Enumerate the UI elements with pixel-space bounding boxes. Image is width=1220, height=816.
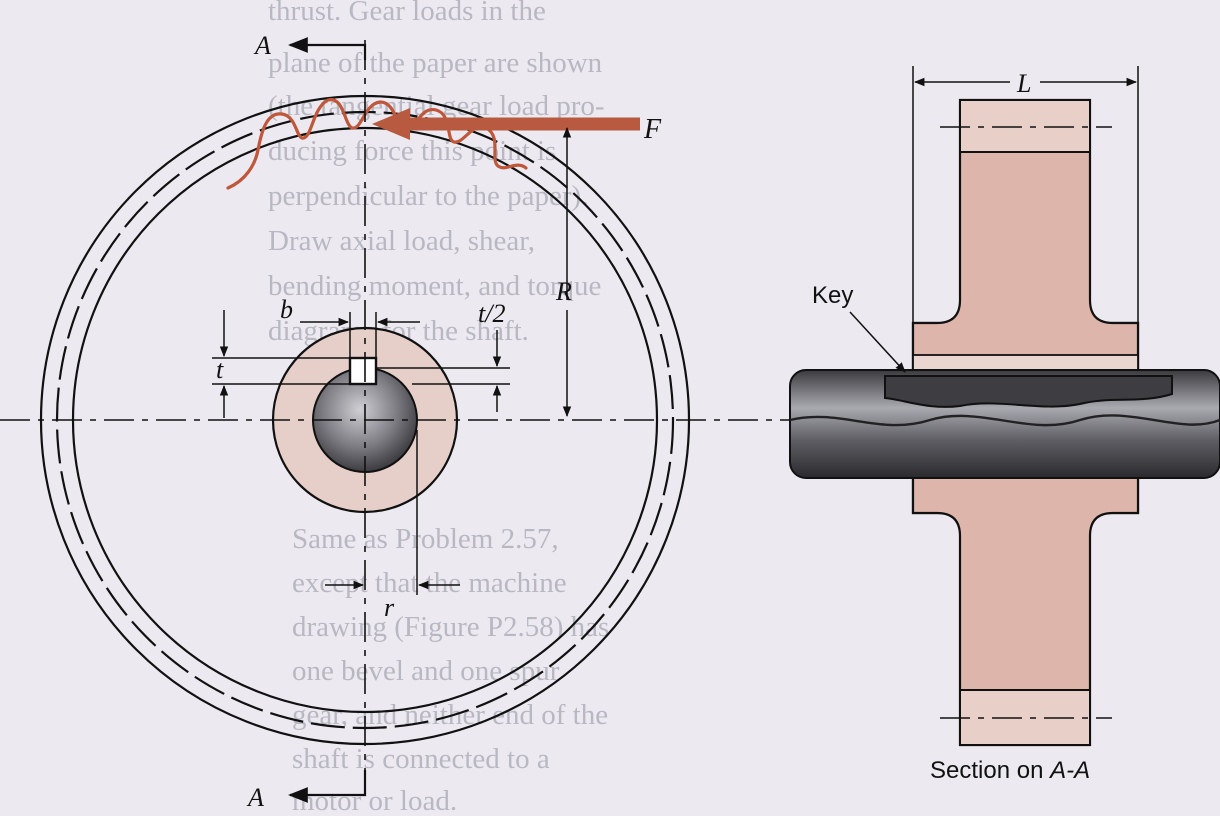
key-label: Key (812, 282, 853, 309)
shaft-radius-label: r (384, 593, 395, 622)
background-text-line: plane of the paper are shown (268, 47, 603, 79)
section-label-top: A (253, 31, 271, 60)
pitch-radius-label: R (555, 277, 572, 306)
force-label: F (643, 114, 662, 145)
background-text-line: Draw axial load, shear, (268, 225, 535, 257)
background-text-line: motor or load. (292, 785, 457, 816)
caption-prefix: Section on (930, 757, 1050, 784)
background-text-line: one bevel and one spur (292, 655, 560, 687)
section-marker-top (288, 37, 367, 60)
caption-section: A-A (1048, 757, 1090, 784)
background-text-line: except that the machine (292, 567, 567, 599)
section-label-bottom: A (246, 783, 264, 812)
key-leader-line (849, 311, 906, 373)
section-key (884, 375, 1173, 408)
background-text-line: bending moment, and torque (268, 270, 601, 302)
key-depth-label: t (216, 355, 224, 384)
background-text-line: Same as Problem 2.57, (292, 523, 559, 555)
section-view: L Key Section on A-A (789, 66, 1220, 784)
section-rim-top (959, 99, 1091, 153)
background-text-line: (the tangential gear load pro- (268, 90, 605, 122)
section-caption: Section on A-A (930, 757, 1090, 784)
background-text-line: perpendicular to the paper). (268, 180, 588, 212)
length-label: L (1016, 69, 1031, 98)
background-text-line: ducing force this point is (268, 135, 556, 167)
gear-face-view: A A F b t t/2 R r (0, 31, 1220, 812)
key-square (348, 356, 378, 386)
section-shaft-break (789, 414, 1220, 427)
background-text-line: thrust. Gear loads in the (268, 0, 546, 27)
key-width-label: b (280, 295, 293, 324)
background-text-line: drawing (Figure P2.58) has (292, 611, 609, 643)
section-marker-bottom (288, 770, 367, 803)
background-text-line: shaft is connected to a (292, 743, 550, 775)
force-arrow-head (372, 108, 410, 140)
half-depth-label: t/2 (478, 299, 505, 328)
